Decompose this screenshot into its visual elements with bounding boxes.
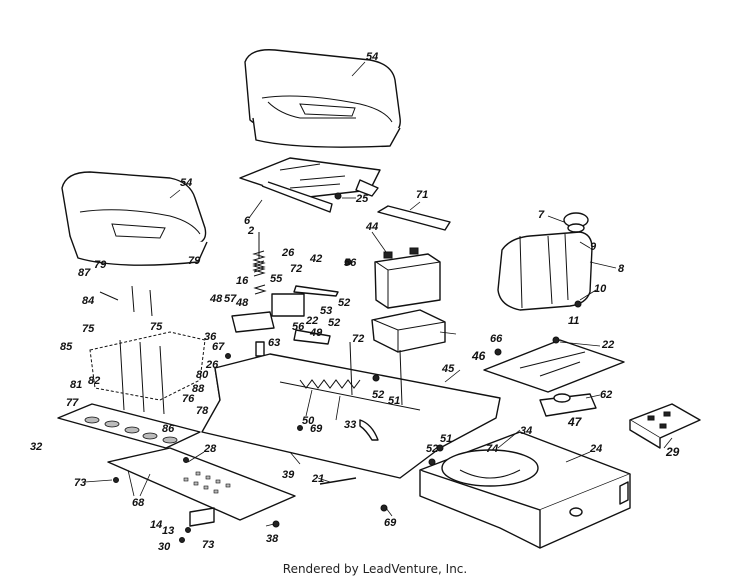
callout-14: 55 [270, 273, 283, 285]
callout-59: 28 [203, 443, 217, 455]
callout-9: 10 [594, 283, 607, 295]
chassis [419, 431, 631, 549]
mounting-plate [483, 339, 625, 393]
callout-74: 38 [266, 533, 279, 545]
callout-labels: 54 54 6 25 71 44 7 9 8 10 11 2 26 16 55 … [30, 51, 680, 553]
callout-50: 45 [441, 363, 455, 375]
callout-17: 56 [344, 257, 357, 269]
callout-26: 49 [309, 327, 323, 339]
callout-61: 39 [282, 469, 295, 481]
callout-43: 81 [70, 379, 82, 391]
rod [319, 477, 357, 485]
footrest-left [57, 403, 201, 449]
callout-41: 85 [60, 341, 73, 353]
callout-4: 71 [416, 189, 428, 201]
seat-left [61, 171, 208, 266]
callout-3: 25 [355, 193, 369, 205]
callout-37: 87 [78, 267, 91, 279]
callout-44: 80 [196, 369, 209, 381]
bracket [539, 393, 597, 417]
leader-lines [84, 61, 673, 527]
callout-70: 14 [150, 519, 162, 531]
callout-33: 46 [471, 349, 486, 363]
callout-42: 82 [88, 375, 100, 387]
callout-56: 32 [30, 441, 42, 453]
callout-72: 30 [158, 541, 171, 553]
callout-68: 73 [74, 477, 86, 489]
callout-75: 69 [384, 517, 397, 529]
callout-49: 86 [162, 423, 175, 435]
callout-7: 9 [590, 241, 597, 253]
callout-13: 16 [236, 275, 249, 287]
callout-32: 22 [601, 339, 614, 351]
callout-71: 13 [162, 525, 174, 537]
callout-64: 52 [426, 443, 438, 455]
seat-pan [239, 157, 381, 213]
callout-73: 73 [202, 539, 214, 551]
callout-2: 6 [244, 215, 251, 227]
callout-47: 76 [182, 393, 195, 405]
callout-6: 7 [538, 209, 545, 221]
battery [374, 205, 451, 309]
foot-plate [629, 403, 701, 449]
linkage-assembly [89, 285, 206, 415]
callout-55: 29 [665, 445, 680, 459]
callout-54: 47 [567, 415, 583, 429]
seat-upper [244, 49, 401, 148]
callout-19: 48 [209, 293, 223, 305]
callout-30: 63 [268, 337, 280, 349]
callout-27: 52 [328, 317, 340, 329]
callout-25: 56 [292, 321, 305, 333]
callout-24: 36 [204, 331, 217, 343]
spring [231, 232, 339, 357]
callout-66: 24 [589, 443, 602, 455]
callout-51: 52 [372, 389, 384, 401]
fuel-tank [497, 212, 593, 311]
callout-48: 78 [196, 405, 209, 417]
callout-1: 54 [180, 177, 192, 189]
callout-5: 44 [365, 221, 378, 233]
callout-53: 62 [600, 389, 612, 401]
callout-57: 50 [302, 415, 315, 427]
callout-40: 75 [150, 321, 163, 333]
callout-0: 54 [366, 51, 378, 63]
callout-67: 74 [486, 443, 498, 455]
callout-38: 84 [82, 295, 94, 307]
callout-21: 48 [235, 297, 249, 309]
footer-credit: Rendered by LeadVenture, Inc. [282, 562, 468, 576]
callout-15: 72 [290, 263, 302, 275]
bottom-plate [107, 447, 296, 527]
hardware [113, 192, 582, 543]
callout-45: 88 [192, 383, 205, 395]
callout-11: 2 [247, 225, 254, 237]
callout-58: 33 [344, 419, 356, 431]
callout-63: 51 [440, 433, 452, 445]
callout-29: 67 [212, 341, 225, 353]
battery-tray [371, 309, 446, 353]
callout-10: 11 [568, 315, 579, 327]
callout-16: 42 [309, 253, 322, 265]
frame-pedestal [201, 341, 501, 479]
callout-22: 53 [320, 305, 332, 317]
callout-12: 26 [281, 247, 295, 259]
callout-62: 21 [311, 473, 324, 485]
callout-39: 75 [82, 323, 95, 335]
callout-20: 57 [224, 293, 237, 305]
callout-34: 26 [205, 359, 219, 371]
callout-35: 79 [94, 259, 107, 271]
callout-65: 34 [520, 425, 532, 437]
callout-18: 52 [338, 297, 350, 309]
callout-60: 69 [310, 423, 323, 435]
callout-8: 8 [618, 263, 625, 275]
callout-31: 66 [490, 333, 503, 345]
callout-69: 68 [132, 497, 145, 509]
callout-23: 22 [305, 315, 318, 327]
callout-28: 72 [352, 333, 364, 345]
callout-36: 79 [188, 255, 201, 267]
callout-46: 77 [66, 397, 79, 409]
callout-52: 51 [388, 395, 400, 407]
